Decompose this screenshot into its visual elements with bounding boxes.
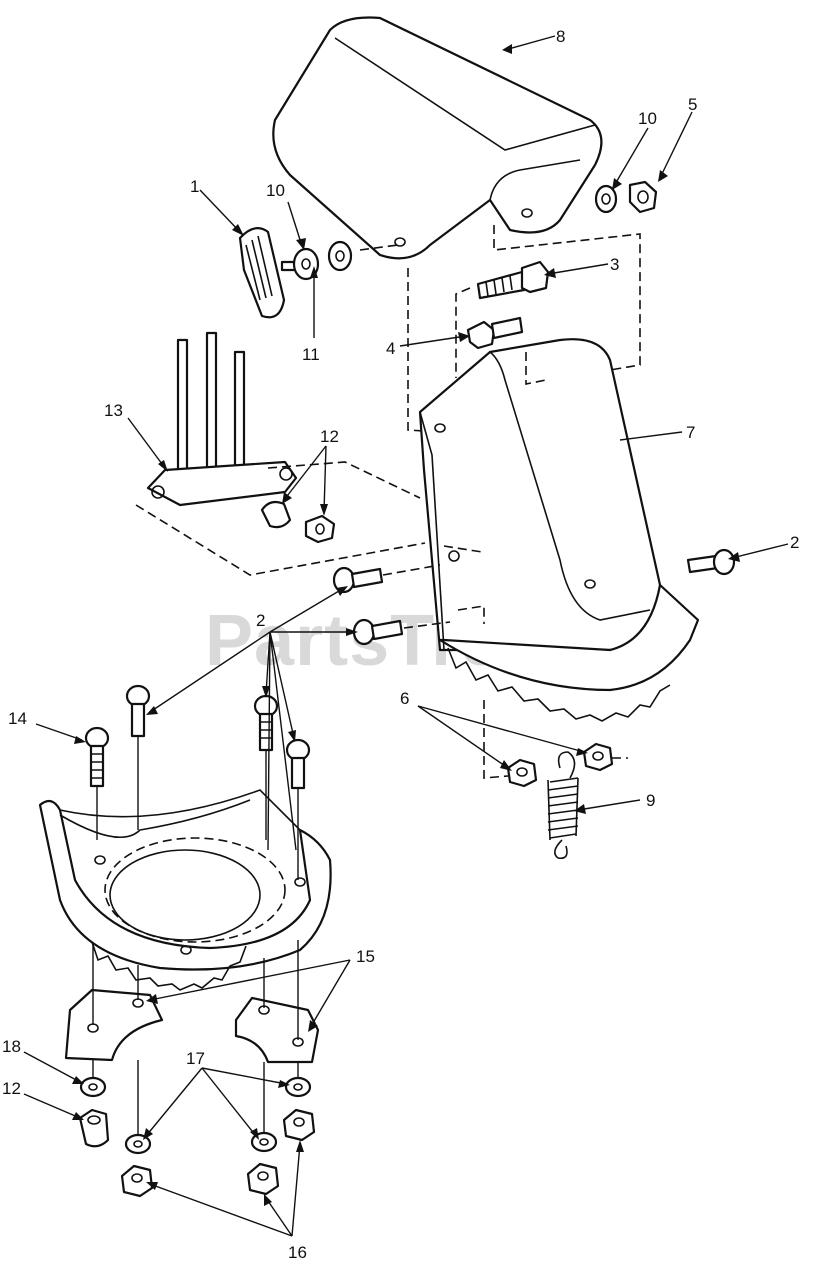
alignment-line-hood-right bbox=[493, 225, 641, 373]
callout-18: 18 bbox=[2, 1037, 21, 1056]
callout-4: 4 bbox=[386, 339, 395, 358]
part-2-screw-bottom-b[interactable] bbox=[253, 694, 279, 752]
alignment-line-nuts-6 bbox=[483, 700, 628, 779]
part-2-screw-bottom-c[interactable] bbox=[285, 738, 311, 790]
callout-5: 5 bbox=[688, 95, 697, 114]
callout-13: 13 bbox=[104, 401, 123, 420]
callout-17: 17 bbox=[186, 1049, 205, 1068]
part-12-knob-upper[interactable] bbox=[260, 500, 292, 529]
callout-3: 3 bbox=[610, 255, 619, 274]
part-1-knob[interactable] bbox=[238, 227, 302, 319]
part-16-nut-b[interactable] bbox=[246, 1162, 280, 1196]
leader-lines bbox=[23, 35, 789, 1237]
part-14-screw[interactable] bbox=[84, 726, 110, 788]
alignment-line-bolt-3 bbox=[455, 287, 471, 378]
part-17-washer-c[interactable] bbox=[284, 1076, 312, 1098]
callout-16: 16 bbox=[288, 1243, 307, 1262]
part-3-bolt[interactable] bbox=[476, 260, 550, 300]
part-16-nut-c[interactable] bbox=[282, 1108, 316, 1142]
part-12-nut-upper[interactable] bbox=[304, 514, 336, 544]
callout-12-lower: 12 bbox=[2, 1079, 21, 1098]
part-2-screw-bottom-a[interactable] bbox=[125, 684, 151, 738]
callout-10-left: 10 bbox=[266, 181, 285, 200]
clamp-axis-lines bbox=[92, 940, 299, 1138]
part-2-screw-chute-a[interactable] bbox=[332, 566, 384, 594]
part-chute-base-ring[interactable] bbox=[38, 789, 332, 991]
alignment-line-bracket bbox=[135, 461, 426, 576]
part-15-clamp-right[interactable] bbox=[234, 996, 320, 1064]
alignment-line-screw-2 bbox=[382, 564, 451, 629]
callout-2-right: 2 bbox=[790, 533, 799, 552]
callout-1: 1 bbox=[190, 177, 199, 196]
part-8-deflector-hood[interactable] bbox=[272, 16, 603, 260]
part-13-bracket[interactable] bbox=[146, 331, 298, 507]
part-4-bolt[interactable] bbox=[466, 316, 524, 350]
screw-axis-lines bbox=[96, 736, 299, 880]
callout-2-center: 2 bbox=[256, 611, 265, 630]
part-6-nut-right[interactable] bbox=[582, 742, 614, 772]
callout-9: 9 bbox=[646, 791, 655, 810]
callout-7: 7 bbox=[686, 423, 695, 442]
callout-10-right: 10 bbox=[638, 109, 657, 128]
part-6-nut-left[interactable] bbox=[506, 758, 538, 788]
callout-8: 8 bbox=[556, 27, 565, 46]
part-5-nut[interactable] bbox=[628, 180, 658, 214]
part-18-washer[interactable] bbox=[79, 1076, 107, 1098]
callout-11: 11 bbox=[302, 345, 320, 364]
callout-12-upper: 12 bbox=[320, 427, 339, 446]
part-11-washer[interactable] bbox=[327, 240, 353, 272]
callout-6: 6 bbox=[400, 689, 409, 708]
part-2-screw-right[interactable] bbox=[686, 548, 736, 576]
part-17-washer-a[interactable] bbox=[124, 1133, 152, 1155]
callout-15: 15 bbox=[356, 947, 375, 966]
callout-14: 14 bbox=[8, 709, 27, 728]
part-7-discharge-chute[interactable] bbox=[418, 338, 700, 722]
part-16-nut-a[interactable] bbox=[120, 1164, 154, 1198]
part-10-washer-right[interactable] bbox=[594, 184, 618, 214]
part-9-spring[interactable] bbox=[547, 751, 579, 860]
part-10-washer-left[interactable] bbox=[292, 247, 320, 281]
part-12-nut-lower[interactable] bbox=[78, 1108, 110, 1148]
